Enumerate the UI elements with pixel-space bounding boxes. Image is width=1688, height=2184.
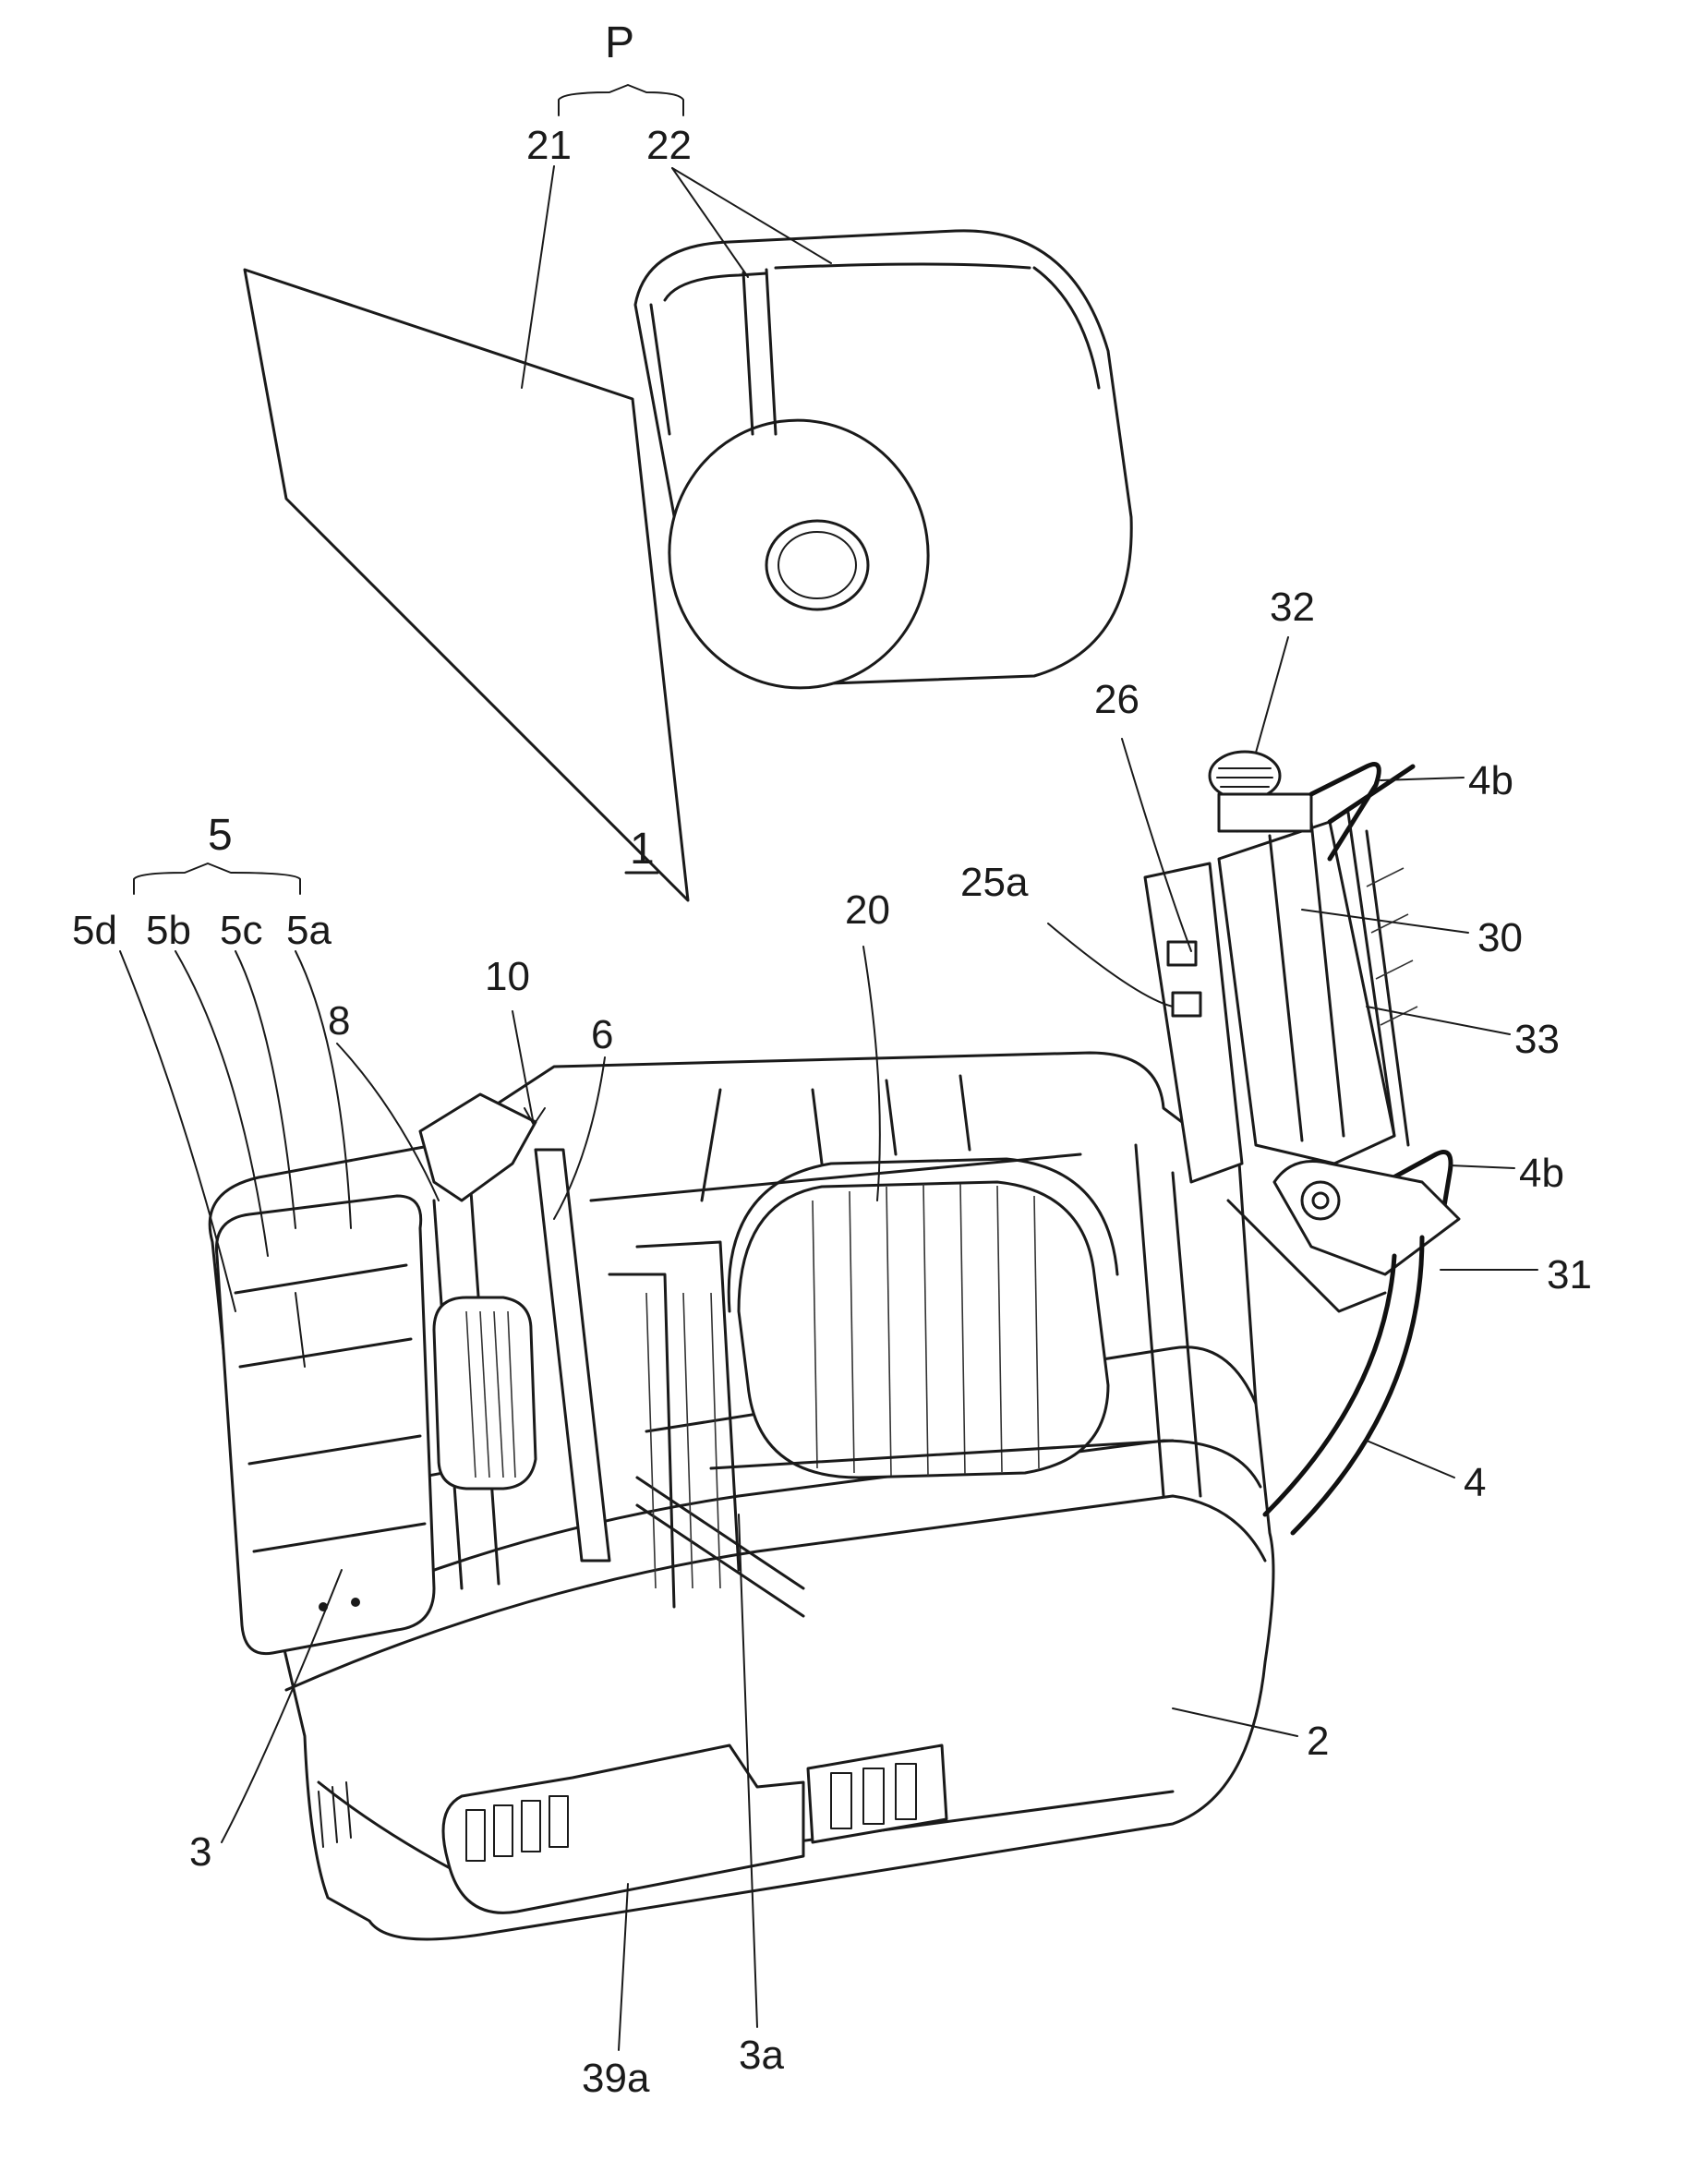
label-1: 1 xyxy=(630,825,655,874)
label-3a: 3a xyxy=(739,2033,784,2078)
label-21: 21 xyxy=(526,123,572,168)
label-5: 5 xyxy=(208,811,233,860)
label-5c: 5c xyxy=(220,908,262,953)
label-p: P xyxy=(605,18,634,67)
label-33: 33 xyxy=(1514,1017,1560,1062)
label-3: 3 xyxy=(189,1829,211,1875)
label-5d: 5d xyxy=(72,908,117,953)
label-32: 32 xyxy=(1270,585,1315,630)
label-39a: 39a xyxy=(582,2056,650,2101)
label-25a: 25a xyxy=(960,860,1029,905)
printer-body xyxy=(210,752,1459,1939)
label-6: 6 xyxy=(591,1012,613,1057)
label-2: 2 xyxy=(1307,1719,1329,1764)
label-5b: 5b xyxy=(146,908,191,953)
label-5a: 5a xyxy=(286,908,332,953)
label-22: 22 xyxy=(646,123,692,168)
label-26: 26 xyxy=(1094,677,1139,722)
label-4b-mid: 4b xyxy=(1519,1151,1564,1196)
label-8: 8 xyxy=(328,998,350,1044)
label-4: 4 xyxy=(1464,1460,1486,1505)
label-10: 10 xyxy=(485,954,530,999)
label-31: 31 xyxy=(1547,1252,1592,1297)
label-20: 20 xyxy=(845,887,890,933)
paper-roll xyxy=(245,231,1131,900)
label-30: 30 xyxy=(1477,915,1523,960)
label-4b-top: 4b xyxy=(1468,758,1513,803)
